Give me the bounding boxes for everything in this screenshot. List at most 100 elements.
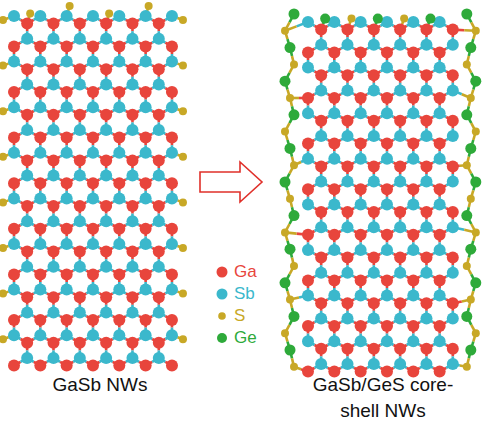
atom: [447, 312, 459, 324]
atom: [420, 176, 432, 188]
atom: [179, 335, 187, 343]
atom: [61, 56, 73, 68]
atom: [381, 320, 393, 332]
atom: [302, 107, 314, 119]
atom: [153, 18, 165, 30]
atom: [21, 33, 33, 45]
atom: [434, 62, 446, 74]
atom: [368, 115, 380, 127]
atom: [381, 244, 393, 256]
atom: [355, 16, 367, 28]
atom: [140, 329, 152, 341]
atom: [407, 16, 419, 28]
atom: [315, 39, 327, 51]
atom: [87, 360, 99, 372]
atom: [302, 244, 314, 256]
atom: [394, 115, 406, 127]
atom: [47, 63, 59, 75]
atom: [21, 63, 33, 75]
atom: [315, 312, 327, 324]
legend-swatch: [217, 333, 227, 343]
atom: [328, 153, 340, 165]
atom: [368, 297, 380, 309]
atom: [140, 314, 152, 326]
atom: [47, 109, 59, 121]
atom: [447, 297, 459, 309]
atom: [21, 109, 33, 121]
atom: [447, 252, 459, 264]
atom: [355, 138, 367, 150]
atom: [74, 170, 86, 182]
atom: [100, 215, 112, 227]
atom: [8, 56, 20, 68]
atom: [47, 124, 59, 136]
atom: [368, 221, 380, 233]
atom: [153, 33, 165, 45]
atom: [113, 223, 125, 235]
atom: [381, 92, 393, 104]
atom: [113, 40, 125, 52]
atom: [153, 170, 165, 182]
atom: [394, 312, 406, 324]
atom: [447, 267, 459, 279]
atom: [341, 297, 353, 309]
atom: [166, 40, 178, 52]
atom: [34, 360, 46, 372]
atom: [285, 42, 296, 53]
atom: [286, 296, 294, 304]
atom: [355, 62, 367, 74]
atom: [341, 252, 353, 264]
atom: [341, 343, 353, 355]
atom: [100, 170, 112, 182]
atom: [425, 14, 435, 24]
atom: [61, 101, 73, 113]
atom: [47, 306, 59, 318]
atom: [368, 206, 380, 218]
atom: [355, 46, 367, 58]
atom: [74, 124, 86, 136]
atom: [368, 84, 380, 96]
atom: [61, 360, 73, 372]
atom: [87, 238, 99, 250]
atom: [47, 352, 59, 364]
atom: [87, 284, 99, 296]
bond-layer: [3, 6, 476, 372]
atom: [328, 46, 340, 58]
atom: [113, 268, 125, 280]
atom: [0, 107, 7, 115]
atom: [467, 195, 475, 203]
atom: [328, 183, 340, 195]
atom: [166, 56, 178, 68]
atom: [166, 238, 178, 250]
atom: [434, 320, 446, 332]
atom: [153, 215, 165, 227]
atom: [47, 337, 59, 349]
legend-dots: [217, 267, 228, 344]
atom: [113, 147, 125, 159]
atom: [100, 352, 112, 364]
atom: [394, 267, 406, 279]
atom: [290, 161, 298, 169]
atom: [113, 284, 125, 296]
atom: [74, 200, 86, 212]
atom: [66, 2, 74, 10]
atom: [285, 143, 296, 154]
atom: [381, 198, 393, 210]
atom: [315, 115, 327, 127]
atom: [286, 195, 294, 203]
atom: [328, 244, 340, 256]
atom: [289, 109, 300, 120]
atom: [126, 78, 138, 90]
atom: [434, 107, 446, 119]
atom: [328, 229, 340, 241]
atom: [407, 138, 419, 150]
atom: [315, 267, 327, 279]
atom: [126, 170, 138, 182]
legend-swatch: [217, 289, 228, 300]
atom: [447, 130, 459, 142]
atom: [8, 360, 20, 372]
atom: [100, 33, 112, 45]
atom: [302, 46, 314, 58]
atom: [34, 101, 46, 113]
legend-label: S: [234, 306, 245, 326]
